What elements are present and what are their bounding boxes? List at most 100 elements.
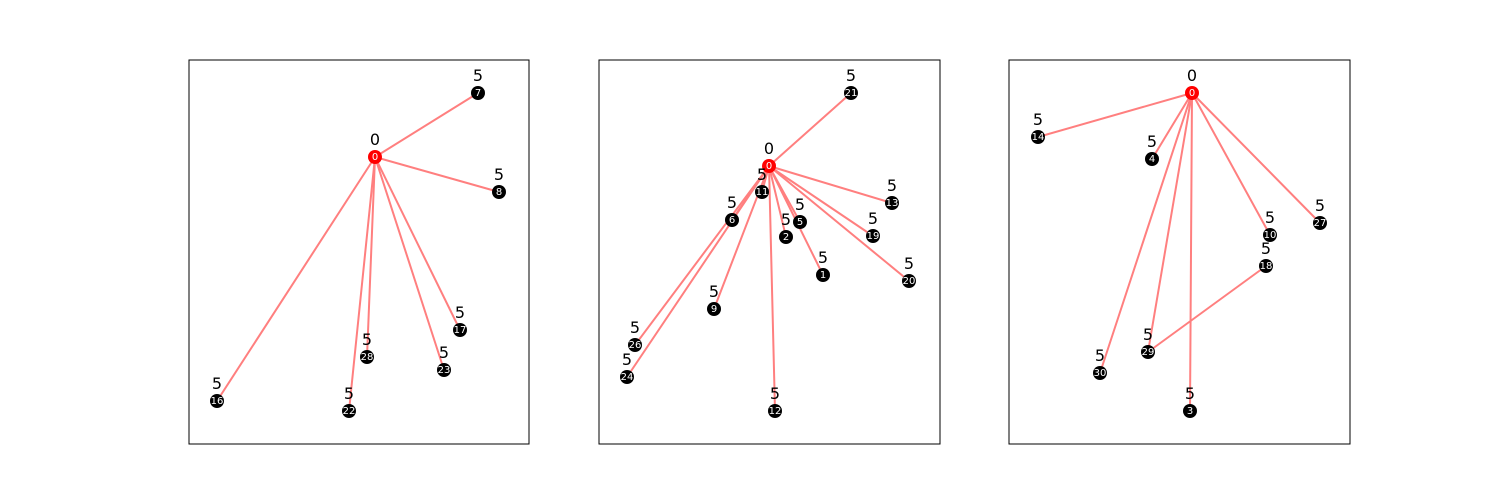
panel-frame [1008, 59, 1351, 445]
node-value-label: 5 [1185, 384, 1195, 403]
edge-0-3 [1189, 92, 1193, 412]
node-id-text: 27 [1314, 218, 1327, 229]
edge-0-2 [768, 165, 787, 238]
node-id-text: 17 [454, 325, 467, 336]
node-value-label: 5 [1265, 208, 1275, 227]
node-value-label: 5 [494, 165, 504, 184]
node-0: 00 [368, 130, 382, 164]
node-value-label: 5 [1147, 132, 1157, 151]
edge-0-22 [348, 156, 376, 412]
node-id-text: 8 [496, 187, 502, 198]
node-value-label: 5 [455, 303, 465, 322]
node-22: 225 [342, 384, 356, 418]
node-id-text: 0 [766, 161, 772, 172]
node-marker [1313, 216, 1327, 230]
node-marker [453, 323, 467, 337]
node-17: 175 [453, 303, 467, 337]
node-2: 25 [779, 210, 793, 244]
node-id-text: 21 [845, 88, 858, 99]
node-value-label: 5 [904, 254, 914, 273]
node-0: 00 [762, 139, 776, 173]
node-value-label: 5 [1095, 346, 1105, 365]
node-value-label: 5 [630, 318, 640, 337]
edge-0-19 [768, 165, 874, 237]
node-18: 185 [1259, 239, 1273, 273]
edge-0-21 [768, 92, 852, 167]
node-marker [902, 274, 916, 288]
node-marker [866, 229, 880, 243]
node-value-label: 5 [1143, 325, 1153, 344]
node-marker [816, 268, 830, 282]
node-16: 165 [210, 374, 224, 408]
node-id-text: 29 [1142, 347, 1155, 358]
node-marker [492, 185, 506, 199]
edge-0-10 [1191, 92, 1271, 236]
node-marker [793, 215, 807, 229]
node-marker [762, 159, 776, 173]
node-id-text: 23 [438, 365, 451, 376]
node-1: 15 [816, 248, 830, 282]
node-11: 115 [755, 165, 769, 199]
node-5: 55 [793, 195, 807, 229]
node-id-text: 22 [343, 406, 356, 417]
node-value-label: 5 [818, 248, 828, 267]
node-id-text: 10 [1264, 230, 1277, 241]
node-marker [1185, 86, 1199, 100]
node-id-text: 3 [1187, 406, 1193, 417]
node-23: 235 [437, 343, 451, 377]
node-marker [1031, 130, 1045, 144]
node-value-label: 5 [439, 343, 449, 362]
node-value-label: 5 [709, 282, 719, 301]
node-value-label: 5 [846, 66, 856, 85]
node-21: 215 [844, 66, 858, 100]
node-id-text: 16 [211, 396, 224, 407]
node-marker [437, 363, 451, 377]
edge-0-7 [374, 92, 479, 158]
edge-0-14 [1037, 92, 1193, 138]
node-id-text: 30 [1094, 368, 1107, 379]
edge-0-30 [1099, 92, 1193, 374]
node-6: 65 [725, 193, 739, 227]
node-marker [1263, 228, 1277, 242]
node-id-text: 4 [1149, 154, 1155, 165]
panel-frame [598, 59, 941, 445]
node-19: 195 [866, 209, 880, 243]
node-8: 85 [492, 165, 506, 199]
node-marker [342, 404, 356, 418]
edge-0-13 [768, 165, 893, 204]
node-marker [1183, 404, 1197, 418]
node-id-text: 12 [769, 406, 782, 417]
edge-0-27 [1191, 92, 1321, 224]
node-marker [725, 213, 739, 227]
node-marker [210, 394, 224, 408]
node-id-text: 11 [756, 187, 769, 198]
node-id-text: 7 [475, 88, 481, 99]
edge-0-12 [768, 165, 776, 412]
edge-0-8 [374, 156, 500, 193]
node-id-text: 28 [361, 352, 374, 363]
node-marker [620, 370, 634, 384]
node-marker [1141, 345, 1155, 359]
node-24: 245 [620, 350, 634, 384]
node-26: 265 [628, 318, 642, 352]
edge-0-23 [374, 156, 445, 371]
node-value-label: 5 [622, 350, 632, 369]
node-marker [1259, 259, 1273, 273]
node-13: 135 [885, 176, 899, 210]
node-value-label: 5 [887, 176, 897, 195]
node-29: 295 [1141, 325, 1155, 359]
node-marker [1093, 366, 1107, 380]
node-value-label: 0 [1187, 66, 1197, 85]
node-4: 45 [1145, 132, 1159, 166]
node-value-label: 5 [473, 66, 483, 85]
node-marker [368, 150, 382, 164]
edge-0-17 [374, 156, 461, 331]
node-30: 305 [1093, 346, 1107, 380]
edge-0-24 [626, 165, 770, 378]
node-0: 00 [1185, 66, 1199, 100]
edge-0-16 [216, 156, 376, 402]
node-value-label: 5 [727, 193, 737, 212]
